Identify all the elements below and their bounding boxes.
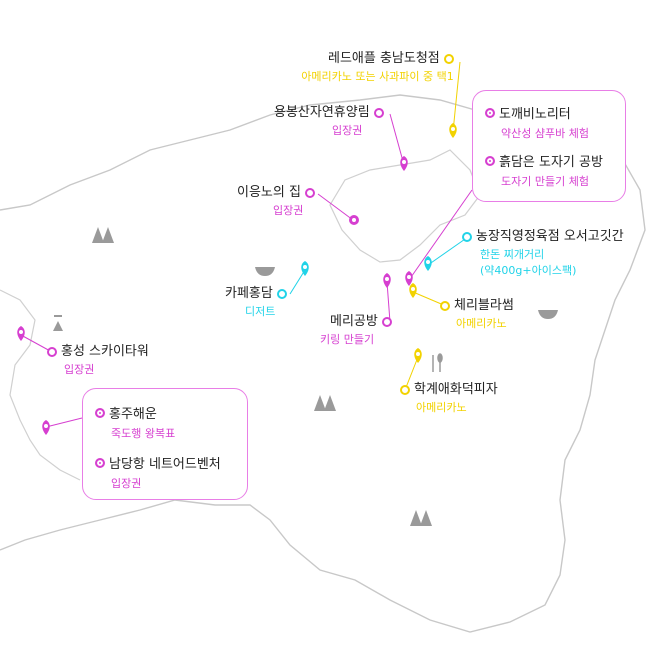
map-pin-icon[interactable] — [405, 271, 413, 286]
place-skytower[interactable]: 홍성 스카이타워 입장권 — [47, 344, 149, 376]
place-benefit: 디저트 — [245, 304, 276, 318]
group-entry-namdang[interactable]: 남당항 네트어드벤처 입장권 — [95, 453, 221, 491]
place-benefit: 아메리카노 — [416, 400, 467, 414]
leader-igeungno — [317, 193, 354, 221]
leader-yongbong — [389, 113, 405, 166]
place-benefit: 한돈 찌개거리 — [480, 247, 545, 261]
leader-group-east — [408, 189, 473, 281]
place-name: 농장직영정육점 오서고깃간 — [462, 229, 624, 245]
map-pin-icon[interactable] — [409, 283, 417, 298]
tree-icon — [314, 395, 336, 411]
location-dot-icon — [95, 457, 105, 468]
location-dot-icon — [485, 155, 495, 166]
place-name: 카페홍담 — [225, 286, 287, 302]
tree-icon — [410, 510, 432, 526]
place-name: 도깨비노리터 — [485, 103, 589, 122]
location-dot-icon — [400, 384, 410, 395]
place-name: 체리블라썸 — [440, 298, 514, 314]
place-name: 홍주해운 — [95, 403, 175, 422]
group-entry-dokkaebi[interactable]: 도깨비노리터 약산성 샴푸바 체험 — [485, 103, 589, 141]
leader-hakgye — [404, 356, 419, 391]
map-pin-icon[interactable] — [424, 256, 432, 271]
location-dot-icon — [462, 231, 472, 242]
leader-cafe — [289, 269, 306, 295]
map-pin-icon[interactable] — [42, 420, 50, 435]
leader-meri — [386, 281, 391, 323]
map-pin-icon[interactable] — [301, 261, 309, 276]
place-name: 용봉산자연휴양림 — [274, 105, 384, 121]
place-cherry[interactable]: 체리블라썸 아메리카노 — [440, 298, 514, 330]
location-dot-icon — [47, 346, 57, 357]
group-box-west[interactable]: 홍주해운 죽도행 왕복표 남당항 네트어드벤처 입장권 — [82, 388, 248, 500]
map-pin-icon[interactable] — [449, 123, 457, 138]
group-box-east[interactable]: 도깨비노리터 약산성 샴푸바 체험 흙담은 도자기 공방 도자기 만들기 체험 — [472, 90, 626, 202]
map-pin-icon[interactable] — [400, 156, 408, 171]
place-benefit: 키링 만들기 — [320, 332, 375, 346]
place-benefit: 약산성 샴푸바 체험 — [501, 127, 589, 140]
map-pin-icon[interactable] — [383, 273, 391, 288]
place-name: 남당항 네트어드벤처 — [95, 453, 221, 472]
location-dot-icon — [304, 187, 315, 198]
map-pin-icon[interactable] — [414, 348, 422, 363]
cutlery-icon — [432, 353, 443, 372]
place-name: 이응노의 집 — [237, 185, 315, 201]
place-benefit: 입장권 — [64, 362, 95, 376]
leader-farm — [427, 236, 469, 266]
bowl-icon — [255, 267, 275, 276]
tent-icon — [53, 315, 63, 331]
coast-line — [0, 289, 81, 481]
place-benefit-detail: (약400g+아이스팩) — [480, 263, 577, 277]
region-inner-outline — [329, 149, 481, 263]
location-dot-icon — [373, 107, 384, 118]
tree-icon — [92, 227, 114, 243]
place-name: 흙담은 도자기 공방 — [485, 151, 603, 170]
region-outline — [0, 94, 646, 633]
place-name: 학계애화덕피자 — [400, 382, 498, 398]
place-farm[interactable]: 농장직영정육점 오서고깃간 한돈 찌개거리 (약400g+아이스팩) — [462, 229, 624, 277]
place-name: 홍성 스카이타워 — [47, 344, 149, 360]
location-dot-icon — [95, 407, 105, 418]
place-hakgye[interactable]: 학계애화덕피자 아메리카노 — [400, 382, 498, 414]
place-yongbong[interactable]: 용봉산자연휴양림 입장권 — [274, 105, 384, 137]
map-pin-icon[interactable] — [17, 326, 25, 341]
place-benefit: 아메리카노 또는 사과파이 중 택1 — [301, 69, 454, 83]
place-benefit: 입장권 — [111, 477, 142, 490]
place-benefit: 도자기 만들기 체험 — [501, 175, 589, 188]
location-dot-icon — [443, 53, 454, 64]
group-entry-hongju[interactable]: 홍주해운 죽도행 왕복표 — [95, 403, 175, 441]
place-benefit: 입장권 — [273, 203, 304, 217]
place-name: 레드애플 충남도청점 — [328, 51, 454, 67]
location-dot-icon[interactable] — [349, 215, 359, 225]
bowl-icon — [538, 310, 558, 319]
leader-red-apple — [452, 61, 461, 133]
place-igeungno[interactable]: 이응노의 집 입장권 — [237, 185, 315, 217]
location-dot-icon — [440, 300, 450, 311]
place-benefit: 죽도행 왕복표 — [111, 427, 176, 440]
place-red-apple[interactable]: 레드애플 충남도청점 아메리카노 또는 사과파이 중 택1 — [301, 51, 454, 83]
group-entry-pottery[interactable]: 흙담은 도자기 공방 도자기 만들기 체험 — [485, 151, 603, 189]
place-benefit: 아메리카노 — [456, 316, 507, 330]
location-dot-icon — [276, 288, 287, 299]
location-dot-icon — [485, 107, 495, 118]
place-cafe-hongdam[interactable]: 카페홍담 디저트 — [225, 286, 287, 318]
leader-group-west — [45, 417, 83, 428]
place-benefit: 입장권 — [332, 123, 363, 137]
leader-skytower — [20, 334, 53, 353]
place-name: 메리공방 — [330, 314, 392, 330]
pins — [17, 123, 457, 435]
location-dot-icon — [381, 316, 392, 327]
place-meri[interactable]: 메리공방 키링 만들기 — [320, 314, 392, 346]
